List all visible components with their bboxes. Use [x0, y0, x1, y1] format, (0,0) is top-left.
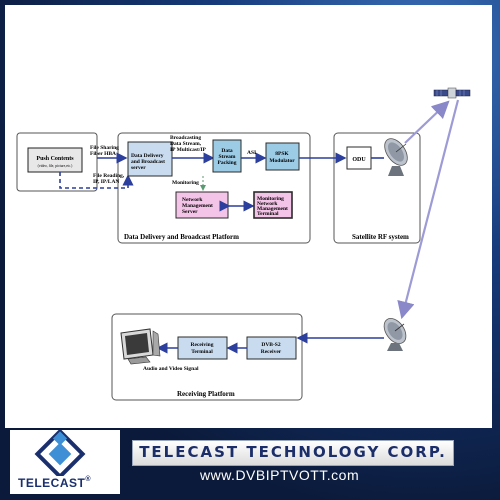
- odu-label: ODU: [352, 157, 366, 163]
- delivery-platform-label: Data Delivery and Broadcast Platform: [124, 233, 239, 241]
- monitoring-terminal-box: [253, 191, 293, 219]
- label-broadcasting: Broadcasting: [170, 135, 201, 141]
- diagram-panel: Push Contents (video, file, picture,etc.…: [5, 5, 492, 428]
- monitoring-terminal-line2: Network: [257, 201, 278, 207]
- nms-server-line2: Management: [182, 203, 213, 209]
- label-data-stream: Data Stream,: [170, 141, 202, 147]
- satellite-rf-container: [333, 132, 421, 244]
- delivery-server-box: [127, 141, 173, 177]
- monitoring-terminal-line1: Monitoring: [257, 196, 284, 202]
- label-file-sharing: File Sharing: [90, 145, 119, 151]
- architecture-diagram: Push Contents (video, file, picture,etc.…: [16, 87, 471, 401]
- stream-packing-line2: Stream: [218, 154, 235, 160]
- label-audio-video: Audio and Video Signal: [143, 366, 199, 372]
- modulator-line2: Modulator: [269, 158, 295, 164]
- dvb-receiver-line1: DVB-S2: [261, 342, 281, 348]
- receiving-terminal-box: [177, 336, 228, 360]
- modulator-line1: 8PSK: [275, 151, 289, 157]
- nms-server-line3: Server: [182, 209, 198, 215]
- stream-packing-line3: Packing: [218, 160, 237, 166]
- delivery-server-line2: and Broadcast: [131, 159, 165, 165]
- nms-server-box: [175, 191, 229, 219]
- tv-monitor-icon: [120, 328, 161, 365]
- registered-mark: ®: [85, 476, 92, 483]
- push-contents-subtitle: (video, file, picture,etc.): [38, 164, 74, 169]
- satellite-platform-label: Satellite RF system: [352, 233, 409, 241]
- receive-dish-icon: [383, 318, 407, 351]
- nms-server-line1: Network: [182, 197, 203, 203]
- delivery-server-line3: server: [131, 165, 146, 171]
- uplink-beam: [404, 100, 450, 144]
- logo-wordmark: TELECAST®: [18, 476, 91, 490]
- modulator-box: [265, 142, 300, 171]
- company-logo: [10, 428, 120, 494]
- receiving-terminal-line2: Terminal: [191, 349, 213, 355]
- telecast-logo-mark-icon: [34, 428, 86, 480]
- label-ip-multicast: IP Multicast/IP: [170, 147, 207, 153]
- logo-text: TELECAST: [18, 476, 86, 490]
- uplink-dish-icon: [384, 138, 408, 176]
- stream-packing-box: [212, 139, 242, 173]
- push-contents-box: [27, 147, 83, 173]
- receiving-platform-label: Receiving Platform: [177, 390, 235, 398]
- stream-packing-line1: Data: [221, 148, 233, 154]
- push-source-container: [16, 132, 98, 192]
- company-name: TELECAST TECHNOLOGY CORP.: [139, 443, 447, 461]
- monitoring-terminal-line4: Terminal: [257, 211, 279, 217]
- label-ip-lan: IP, IP/LAN: [93, 179, 119, 185]
- delivery-server-line1: Data Delivery: [131, 153, 164, 159]
- push-contents-title: Push Contents: [36, 156, 74, 162]
- dvb-receiver-line2: Receiver: [261, 349, 282, 355]
- arrow-lan-dashed: [59, 172, 134, 189]
- downlink-beam: [397, 99, 460, 320]
- label-file-reading: File Reading,: [93, 173, 125, 179]
- receiving-platform-container: [111, 313, 303, 401]
- monitoring-terminal-line3: Management: [257, 206, 288, 212]
- satellite-icon: [433, 87, 471, 99]
- website-link[interactable]: www.DVBIPTVOTT.com: [200, 467, 360, 483]
- label-asi: ASI: [247, 150, 256, 156]
- receiving-terminal-line1: Receiving: [191, 342, 214, 348]
- company-banner: TELECAST TECHNOLOGY CORP.: [132, 440, 454, 466]
- label-fiber-hba: Fiber HBA: [90, 151, 116, 157]
- dvb-receiver-box: [246, 336, 297, 360]
- label-monitoring: Monitoring: [172, 180, 199, 186]
